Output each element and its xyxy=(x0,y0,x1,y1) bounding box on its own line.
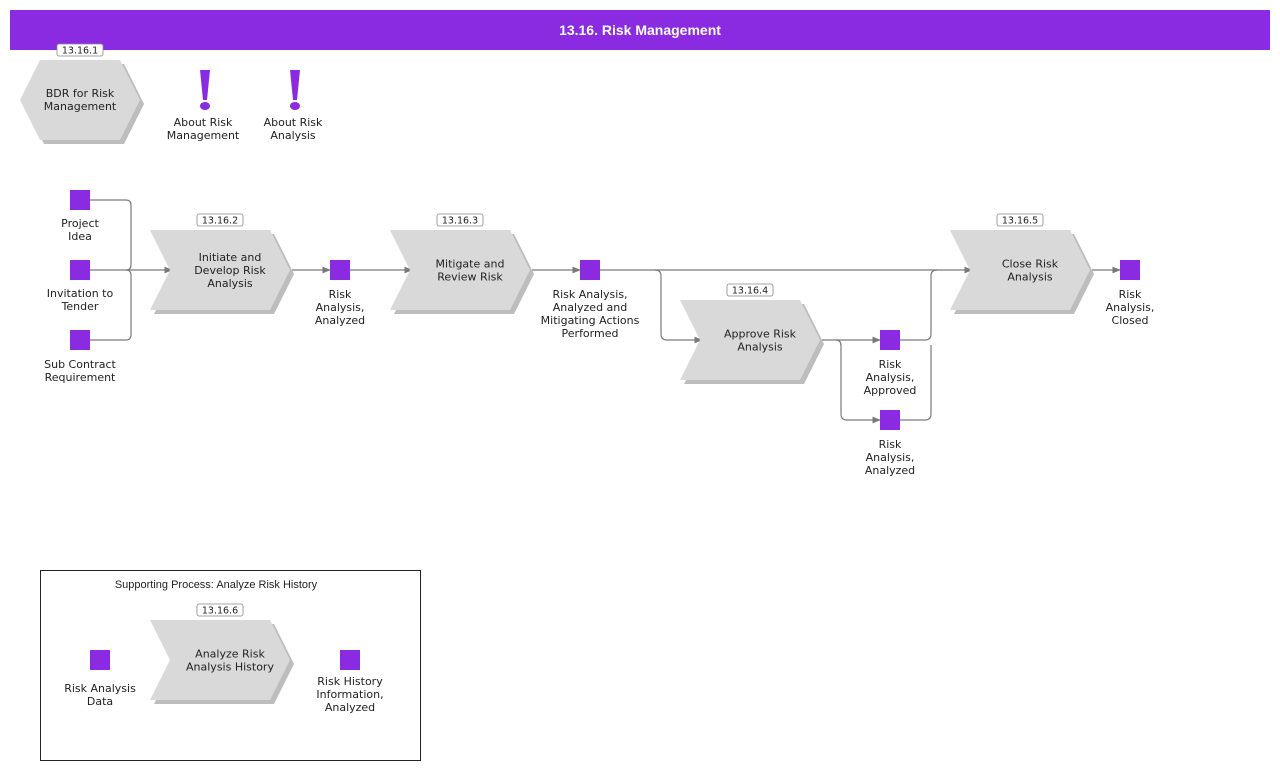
connector-approve-analyzed xyxy=(835,339,881,424)
page-title: 13.16. Risk Management xyxy=(10,10,1270,50)
event-risk-analysis-data[interactable] xyxy=(90,650,110,670)
svg-text:13.16.3: 13.16.3 xyxy=(442,216,478,227)
connector-analyzed-merge xyxy=(900,345,932,421)
svg-text:13.16.6: 13.16.6 xyxy=(202,606,238,617)
svg-text:13.16.4: 13.16.4 xyxy=(732,286,768,297)
event-risk-analysis-approved[interactable] xyxy=(880,330,900,350)
step-initiate-id-badge: 13.16.2 xyxy=(196,213,244,227)
exclamation-icon xyxy=(200,70,210,110)
step-close-id-badge: 13.16.5 xyxy=(996,213,1044,227)
connector-project-idea xyxy=(90,199,132,271)
event-invitation-to-tender[interactable] xyxy=(70,260,90,280)
connector-approved-merge xyxy=(900,269,938,341)
event-risk-analysis-closed[interactable] xyxy=(1120,260,1140,280)
svg-text:13.16.1: 13.16.1 xyxy=(62,46,98,57)
event-risk-analysis-analyzed-2[interactable] xyxy=(880,410,900,430)
connectors xyxy=(90,199,1121,664)
step-mitigate-id-badge: 13.16.3 xyxy=(436,213,484,227)
exclamation-icon xyxy=(290,70,300,110)
event-risk-history-analyzed[interactable] xyxy=(340,650,360,670)
event-project-idea[interactable] xyxy=(70,190,90,210)
svg-text:13.16.5: 13.16.5 xyxy=(1002,216,1038,227)
event-risk-analysis-mitigated[interactable] xyxy=(580,260,600,280)
svg-text:13.16.2: 13.16.2 xyxy=(202,216,238,227)
supporting-process-title: Supporting Process: Analyze Risk History xyxy=(115,579,318,591)
connector-to-approve xyxy=(654,269,703,344)
step-analyze-history-id-badge: 13.16.6 xyxy=(196,603,244,617)
bdr-id-badge: 13.16.1 xyxy=(56,43,104,57)
event-risk-analysis-analyzed[interactable] xyxy=(330,260,350,280)
event-sub-contract-requirement[interactable] xyxy=(70,330,90,350)
step-approve-id-badge: 13.16.4 xyxy=(726,283,774,297)
